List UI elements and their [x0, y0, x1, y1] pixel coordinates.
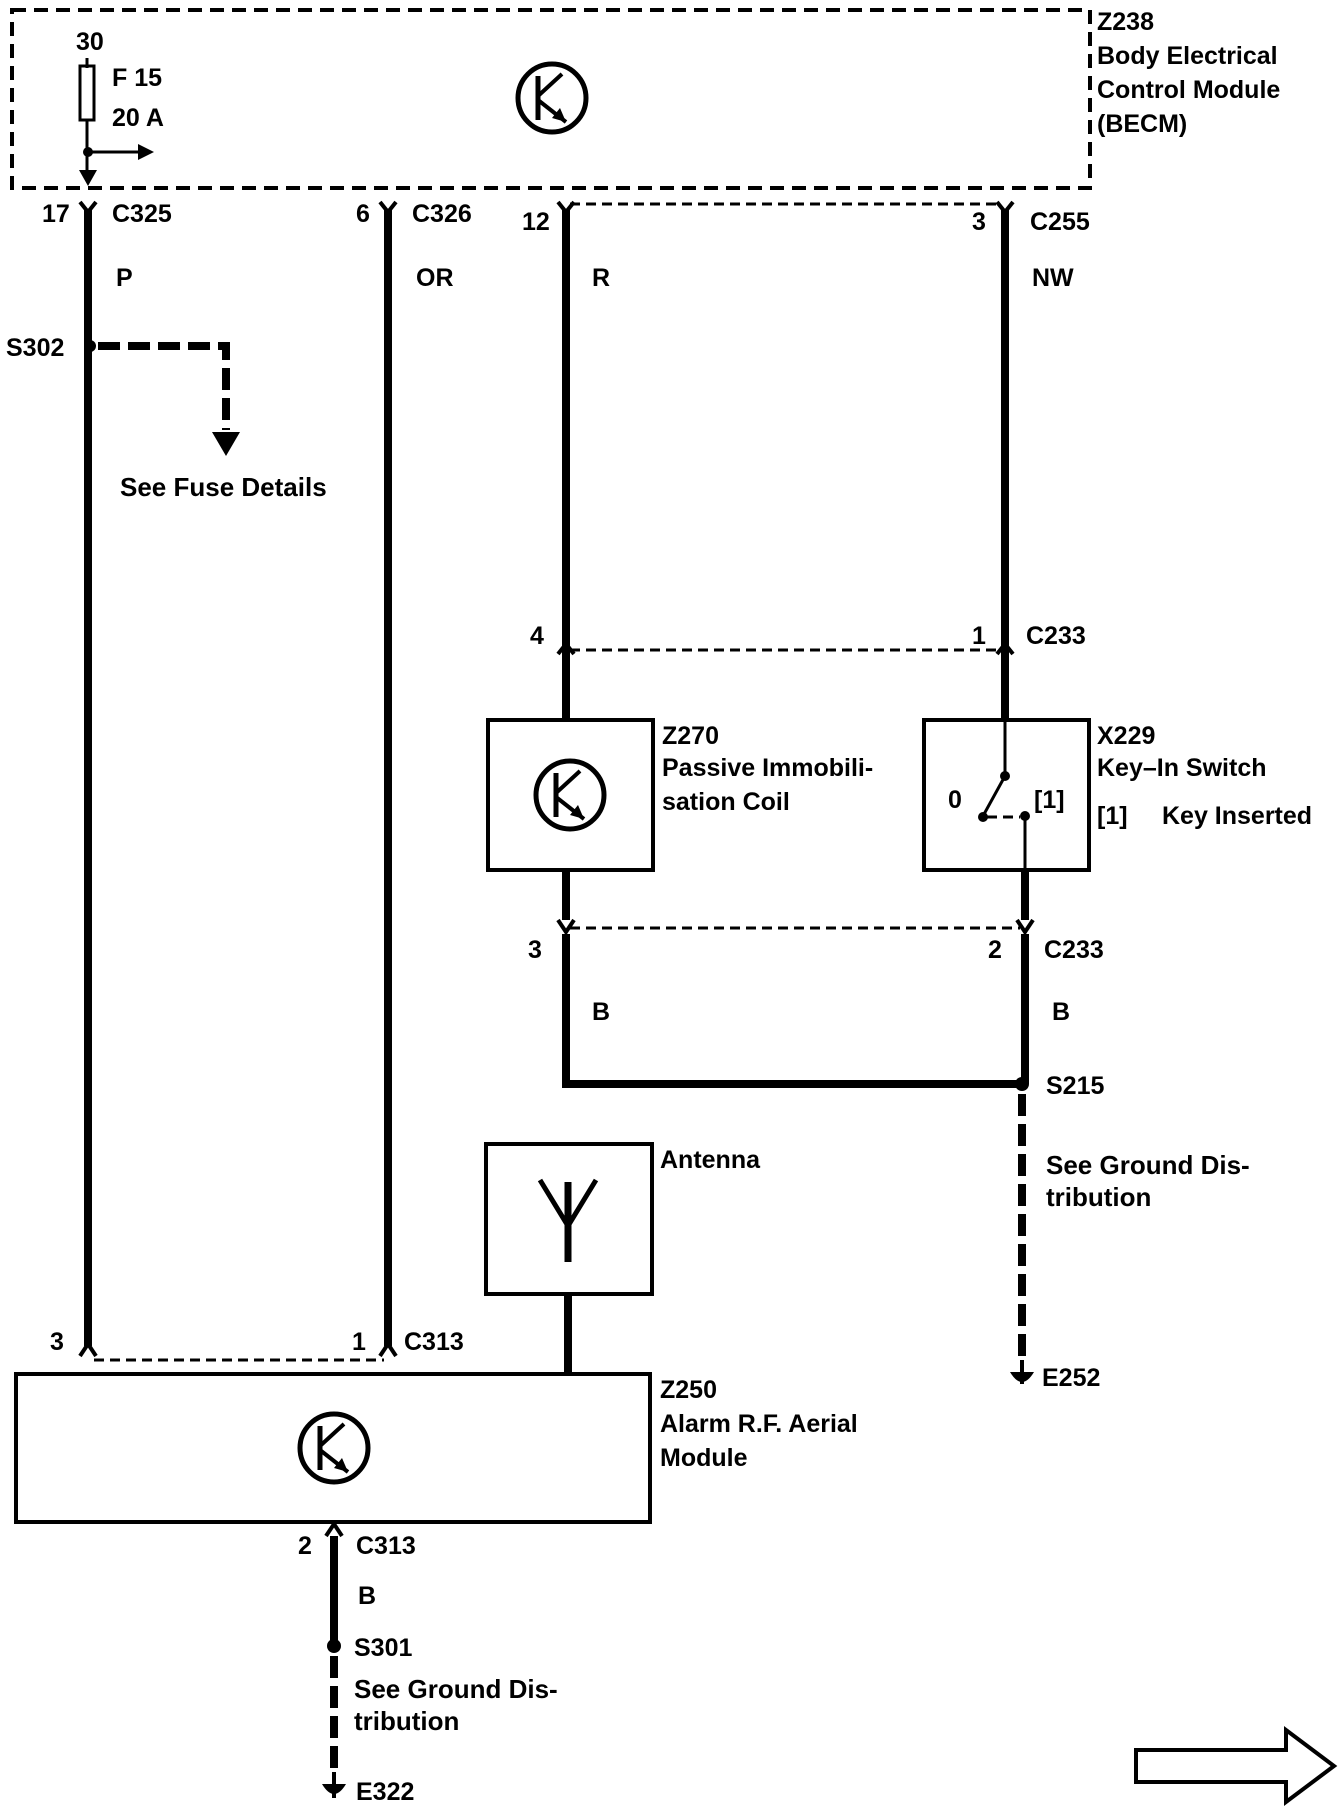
alarm-name-line1: Alarm R.F. Aerial — [660, 1410, 858, 1438]
ground-icon — [1010, 1360, 1034, 1384]
immobiliser-coil: Z270 Passive Immobili- sation Coil — [486, 718, 873, 872]
s215-label: S215 — [1046, 1072, 1104, 1100]
switch-position-on: [1] — [1034, 786, 1065, 814]
c233-bottom-connector: 3 2 C233 — [528, 918, 1104, 964]
transistor-icon — [533, 758, 607, 832]
antenna: Antenna — [484, 1142, 761, 1374]
alarm-module: Z250 Alarm R.F. Aerial Module — [14, 1372, 858, 1524]
arrow-down-icon — [212, 432, 240, 456]
becm-name-line2: Control Module — [1097, 76, 1280, 104]
switch-contact — [981, 775, 1007, 817]
c313-right-pin: 1 — [352, 1328, 366, 1356]
ground-note-right-line2: tribution — [1046, 1182, 1151, 1212]
key-switch-name: Key–In Switch — [1097, 754, 1267, 782]
key-in-switch: 0 [1] X229 Key–In Switch [1] Key Inserte… — [922, 718, 1312, 872]
wire-or: 6 C326 OR — [356, 200, 472, 1358]
c313-bottom-label: C313 — [356, 1532, 416, 1560]
ground-note-right-line1: See Ground Dis- — [1046, 1150, 1250, 1180]
arrow-down-icon — [79, 170, 97, 186]
wire-r: 12 R — [522, 200, 610, 720]
connector-symbol — [324, 1520, 344, 1538]
fuse-symbol — [78, 64, 96, 122]
ground-icon — [322, 1772, 346, 1798]
switch-position-off: 0 — [948, 786, 962, 814]
c233-bottom-right-pin: 2 — [988, 936, 1002, 964]
c233-bottom-label: C233 — [1044, 936, 1104, 964]
s301-label: S301 — [354, 1634, 412, 1662]
alarm-name-line2: Module — [660, 1444, 748, 1472]
becm-name-line1: Body Electrical — [1097, 42, 1278, 70]
splice-dot — [1015, 1077, 1029, 1091]
wire-b-ground-right: B B S215 See Ground Dis- tribution E252 — [562, 934, 1250, 1392]
wire-p: 17 C325 P — [42, 200, 172, 1358]
e322-label: E322 — [356, 1778, 414, 1806]
wire-color-b-right: B — [1052, 998, 1070, 1026]
c326-pin: 6 — [356, 200, 370, 228]
immobiliser-id: Z270 — [662, 722, 719, 750]
c326-label: C326 — [412, 200, 472, 228]
connector-symbol — [378, 200, 398, 216]
wire-color-b-bottom: B — [358, 1582, 376, 1610]
transistor-icon — [515, 61, 589, 135]
wire-b-ground-bottom: 2 C313 B S301 See Ground Dis- tribution … — [298, 1520, 558, 1806]
key-switch-legend-text: Key Inserted — [1162, 802, 1312, 830]
c313-connector: 3 1 C313 — [50, 1328, 464, 1362]
fuse-rating: 20 A — [112, 104, 164, 132]
s302-label: S302 — [6, 334, 64, 362]
wire-color-nw: NW — [1032, 264, 1074, 292]
c255-nw-pin: 3 — [972, 208, 986, 236]
transistor-icon — [297, 1411, 371, 1485]
connector-symbol — [78, 200, 98, 216]
splice-dot — [327, 1639, 341, 1653]
ground-note-bottom-line1: See Ground Dis- — [354, 1674, 558, 1704]
connector-symbol — [995, 640, 1015, 656]
c233-bottom-left-pin: 3 — [528, 936, 542, 964]
wire-color-or: OR — [416, 264, 454, 292]
connector-symbol — [556, 918, 576, 936]
antenna-label: Antenna — [660, 1146, 761, 1174]
immobiliser-name-line2: sation Coil — [662, 788, 790, 816]
c233-top-connector: 4 1 C233 — [530, 622, 1086, 656]
becm-module: Z238 Body Electrical Control Module (BEC… — [10, 8, 1280, 190]
c255-r-pin: 12 — [522, 208, 550, 236]
fuse-id: F 15 — [112, 64, 162, 92]
connector-symbol — [378, 1340, 398, 1358]
alarm-id: Z250 — [660, 1376, 717, 1404]
becm-id: Z238 — [1097, 8, 1154, 36]
connector-symbol — [78, 1340, 98, 1358]
c233-top-right-pin: 1 — [972, 622, 986, 650]
wire-color-r: R — [592, 264, 610, 292]
c325-label: C325 — [112, 200, 172, 228]
next-page-arrow-icon[interactable] — [1134, 1726, 1338, 1806]
c313-label: C313 — [404, 1328, 464, 1356]
s302-branch: S302 See Fuse Details — [6, 334, 327, 502]
wire-nw: 3 C255 NW — [972, 200, 1090, 720]
connector-symbol — [556, 640, 576, 656]
c313-bottom-pin: 2 — [298, 1532, 312, 1560]
connector-symbol — [556, 200, 576, 216]
fuse-terminal: 30 — [76, 28, 104, 56]
splice-dot — [84, 340, 96, 352]
wire-color-b-left: B — [592, 998, 610, 1026]
c233-top-left-pin: 4 — [530, 622, 544, 650]
c255-label: C255 — [1030, 208, 1090, 236]
antenna-icon — [537, 1178, 599, 1262]
fuse-details-note: See Fuse Details — [120, 472, 327, 502]
key-switch-legend-key: [1] — [1097, 802, 1128, 830]
wire-color-p: P — [116, 264, 133, 292]
immobiliser-name-line1: Passive Immobili- — [662, 754, 873, 782]
c233-top-label: C233 — [1026, 622, 1086, 650]
c325-pin: 17 — [42, 200, 70, 228]
c313-left-pin: 3 — [50, 1328, 64, 1356]
becm-name-line3: (BECM) — [1097, 110, 1187, 138]
fuse: 30 F 15 20 A — [76, 28, 164, 186]
connector-symbol — [995, 200, 1015, 216]
arrow-right-icon — [138, 144, 154, 160]
key-switch-id: X229 — [1097, 722, 1155, 750]
connector-symbol — [1015, 918, 1035, 936]
ground-note-bottom-line2: tribution — [354, 1706, 459, 1736]
e252-label: E252 — [1042, 1364, 1100, 1392]
